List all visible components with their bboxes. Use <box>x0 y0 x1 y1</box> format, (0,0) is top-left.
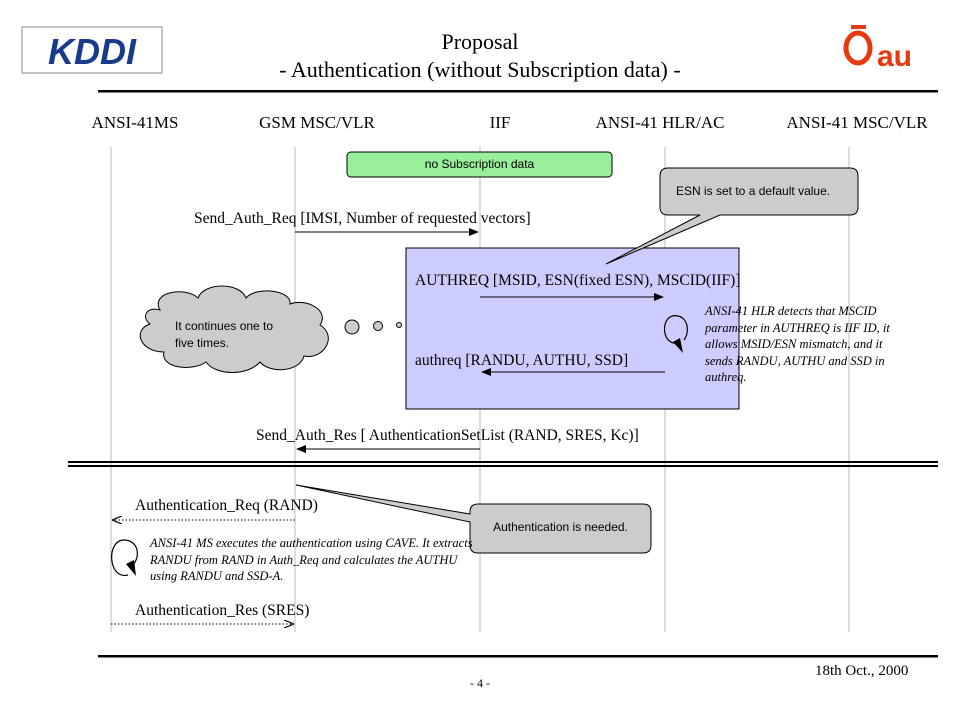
kddi-logo-text: KDDI <box>48 31 137 72</box>
ms-note: ANSI-41 MS executes the authentication u… <box>150 536 473 583</box>
thought-cloud <box>139 285 402 373</box>
ms-self-loop <box>111 539 138 576</box>
top-rule <box>98 90 938 93</box>
loop-box <box>405 247 740 410</box>
participant-iif: IIF <box>489 113 511 132</box>
participant-gsm-msc-vlr: GSM MSC/VLR <box>259 113 375 132</box>
title-line-1: Proposal <box>441 29 519 54</box>
footer-date: 18th Oct., 2000 <box>815 663 909 679</box>
no-subscription-label: no Subscription data <box>424 157 535 171</box>
esn-callout-text: ESN is set to a default value. <box>676 184 831 198</box>
msg-authentication-res: Authentication_Res (SRES) <box>135 602 310 619</box>
ms-self-loop-arrowhead <box>126 560 136 576</box>
msg-send-auth-res: Send_Auth_Res [ AuthenticationSetList (R… <box>256 427 639 444</box>
hlr-self-loop-arrowhead <box>673 338 683 353</box>
esn-callout <box>605 167 859 265</box>
separator-top <box>68 461 938 463</box>
footer-page-number: - 4 - <box>470 676 490 690</box>
separator-bottom <box>68 465 938 467</box>
no-subscription-box <box>346 151 613 178</box>
participant-ansi41-ms: ANSI-41MS <box>91 113 179 132</box>
participant-ansi41-hlr-ac: ANSI-41 HLR/AC <box>595 113 725 132</box>
au-logo: au <box>843 25 912 73</box>
msg-authentication-req: Authentication_Req (RAND) <box>135 497 318 514</box>
bottom-rule <box>98 655 938 658</box>
kddi-logo: KDDI <box>21 26 163 74</box>
auth-needed-callout <box>295 484 652 554</box>
title-line-2: - Authentication (without Subscription d… <box>279 57 681 82</box>
participant-ansi41-msc-vlr: ANSI-41 MSC/VLR <box>786 113 928 132</box>
thought-cloud-text: It continues one to five times. <box>175 319 274 350</box>
hlr-self-loop <box>664 315 688 344</box>
hlr-note: ANSI-41 HLR detects that MSCID parameter… <box>705 304 890 384</box>
au-logo-text: au <box>877 40 912 73</box>
msg-authreq: AUTHREQ [MSID, ESN(fixed ESN), MSCID(IIF… <box>415 272 741 289</box>
msg-authreq-response: authreq [RANDU, AUTHU, SSD] <box>415 352 629 369</box>
auth-needed-text: Authentication is needed. <box>493 520 628 534</box>
msg-send-auth-req: Send_Auth_Req [IMSI, Number of requested… <box>194 210 531 227</box>
